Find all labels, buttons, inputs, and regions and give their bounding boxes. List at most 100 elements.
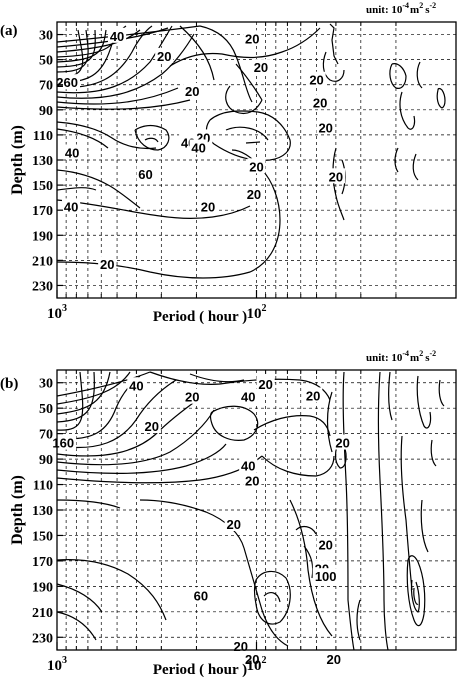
contour-label: 20: [335, 436, 349, 451]
contour-label-bg: [324, 650, 343, 666]
contour-labels: 20404020202016020402020202010060202020: [50, 376, 352, 667]
y-tick-label: 210: [32, 606, 53, 621]
contour-label-bg: [333, 434, 352, 450]
panel-label: (b): [0, 376, 18, 392]
x-tick-label: 103: [47, 655, 67, 674]
x-axis-label: Period ( hour ): [153, 309, 247, 325]
contour-label: 20: [254, 60, 268, 75]
y-tick-label: 50: [39, 402, 53, 417]
contour-label: 40: [110, 29, 124, 44]
contour-label-bg: [316, 536, 335, 552]
contour-label: 20: [145, 419, 159, 434]
contour-label-bg: [142, 418, 161, 433]
contour-label: 40: [241, 458, 255, 473]
contour-label-bg: [136, 165, 155, 181]
contour-label-bg: [307, 71, 326, 87]
contour-label: 20: [245, 31, 259, 46]
ticks: 103 102 30 50 70 90 110 130 150 170 190 210 230: [32, 22, 397, 322]
y-axis-label: Depth (m): [9, 475, 26, 545]
contour-label-bg: [61, 198, 81, 214]
contour-label: 20: [201, 199, 215, 214]
y-tick-label: 110: [33, 129, 53, 144]
contour-label-bg: [243, 650, 262, 666]
y-tick-label: 70: [39, 79, 53, 94]
y-tick-label: 150: [32, 179, 53, 194]
x-tick-label: 103: [47, 303, 67, 322]
contour-lines: [57, 23, 446, 279]
contour-label: 20: [247, 187, 261, 202]
contour-label: 60: [138, 167, 152, 182]
contour-label: 20: [309, 73, 323, 88]
x-tick-label: 102: [247, 655, 267, 674]
y-tick-label: 170: [32, 555, 53, 570]
contour-label-bg: [107, 27, 127, 43]
contour-label: 40: [129, 378, 143, 393]
y-axis-label: Depth (m): [9, 125, 26, 195]
contour-label-bg: [247, 158, 266, 174]
contour-label-bg: [304, 387, 323, 403]
y-tick-label: 130: [32, 504, 53, 519]
contour-label: 20: [306, 388, 320, 403]
contour-label-bg: [251, 59, 271, 75]
x-axis-label: Period ( hour ): [153, 662, 247, 678]
contour-label: 160: [52, 436, 74, 451]
contour-label: 20: [313, 95, 327, 110]
x-tick-label: 102: [247, 303, 267, 322]
y-tick-label: 210: [32, 254, 53, 269]
contour-label-bg: [183, 388, 202, 404]
contour-label-bg: [127, 377, 146, 393]
contour-label-bg: [312, 568, 339, 584]
panel-label: (a): [0, 23, 18, 39]
contour-label-bg: [316, 119, 335, 135]
contour-label-bg: [256, 376, 275, 391]
contour-label-bg: [243, 472, 262, 488]
contour-label: 20: [327, 652, 341, 667]
contour-label: 20: [227, 517, 241, 532]
contour-label: 40: [241, 390, 255, 405]
contour-label: 20: [100, 257, 114, 272]
contour-label: 20: [318, 537, 332, 552]
contour-label: 20: [185, 84, 199, 99]
contour-label-bg: [155, 47, 174, 63]
y-tick-label: 230: [32, 631, 53, 646]
contour-label-bg: [54, 74, 80, 90]
y-tick-label: 170: [32, 204, 53, 219]
contour-label-bg: [224, 516, 243, 531]
y-tick-label: 150: [32, 529, 53, 544]
y-tick-label: 70: [39, 428, 53, 443]
contour-label: 20: [318, 120, 332, 135]
contour-label-bg: [239, 457, 258, 473]
contour-label-bg: [310, 94, 330, 110]
y-tick-label: 90: [39, 104, 53, 119]
y-tick-label: 230: [32, 279, 53, 294]
y-tick-label: 50: [39, 54, 53, 69]
contour-label-bg: [326, 168, 345, 184]
contour-label-bg: [244, 185, 264, 201]
contour-label: 60: [194, 588, 208, 603]
y-tick-label: 30: [39, 29, 53, 44]
contour-label: 40: [65, 145, 79, 160]
contour-label: 40: [191, 140, 205, 155]
contour-label: 260: [56, 75, 78, 90]
contour-label: 20: [157, 49, 171, 64]
y-tick-label: 110: [33, 479, 53, 494]
contour-label: 20: [245, 474, 259, 489]
contour-label-bg: [183, 83, 202, 98]
contour-label-bg: [98, 256, 117, 272]
contour-label: 20: [185, 390, 199, 405]
contour-label: 20: [245, 652, 259, 667]
y-tick-label: 130: [32, 154, 53, 169]
y-tick-label: 190: [32, 229, 53, 244]
y-tick-label: 30: [39, 377, 53, 392]
contour-label: 40: [64, 199, 78, 214]
contour-label-bg: [198, 198, 218, 214]
contour-label-bg: [239, 388, 258, 404]
contour-label-bg: [243, 30, 262, 46]
